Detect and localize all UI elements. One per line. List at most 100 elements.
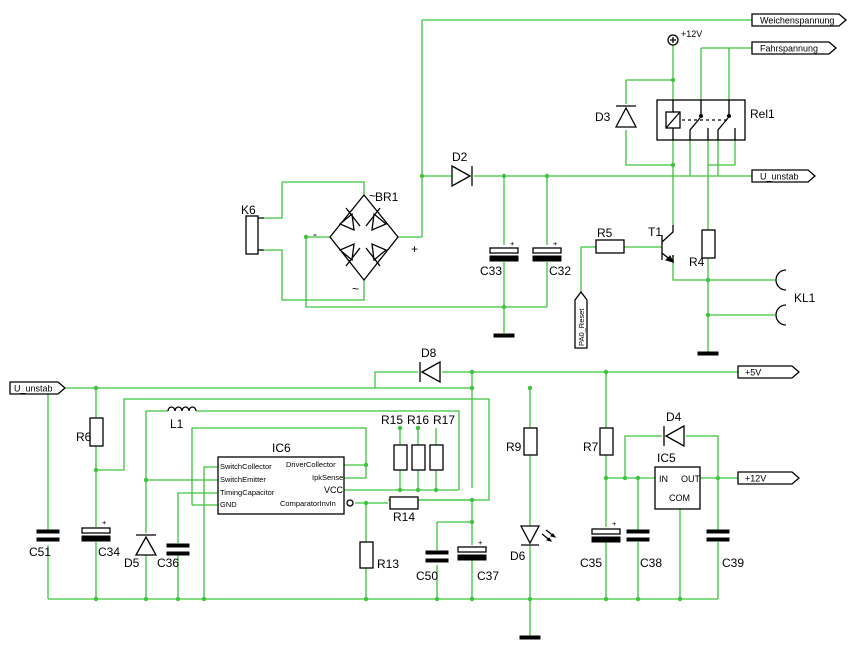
capacitor-c37: + C37 [457, 538, 499, 583]
port-plus12v-out: +12V [737, 471, 800, 485]
label-r6: R6 [76, 430, 92, 444]
port-weichenspannung-label: Weichenspannung [760, 16, 834, 26]
c32-plus: + [553, 239, 558, 248]
led-d6: D6 [510, 525, 557, 563]
port-weichenspannung: Weichenspannung [751, 13, 847, 27]
label-r15: R15 [381, 413, 403, 427]
c34-plus: + [102, 518, 107, 527]
label-c33: C33 [480, 264, 502, 278]
capacitor-c33: + C33 [480, 239, 519, 278]
port-u-unstab-left: U_unstab [9, 381, 66, 395]
label-d8: D8 [421, 346, 437, 360]
ic6-pin-ipk-sense: IpkSense [312, 473, 343, 482]
resistor-r4: R4 [689, 229, 716, 269]
bridge-plus: + [411, 242, 418, 256]
port-fahrspannung: Fahrspannung [751, 41, 837, 55]
label-r9: R9 [506, 440, 522, 454]
ic6-pin-timing-capacitor: TimingCapacitor [220, 488, 275, 497]
label-c34: C34 [98, 545, 120, 559]
label-d5: D5 [124, 556, 140, 570]
capacitor-c39: C39 [706, 529, 744, 570]
label-r17: R17 [433, 413, 455, 427]
label-c36: C36 [157, 556, 179, 570]
capacitor-c32: + C32 [532, 239, 571, 278]
ic6-pin-driver-collector: DriverCollector [286, 460, 336, 469]
diode-d5: D5 [124, 534, 158, 570]
label-t1: T1 [648, 225, 662, 239]
capacitor-c50: C50 [416, 550, 449, 583]
ic6-pin-vcc: VCC [324, 485, 344, 495]
capacitor-c34: + C34 [81, 518, 120, 559]
label-c50: C50 [416, 569, 438, 583]
relay-rel1: Rel1 [656, 99, 775, 141]
junction-dots [93, 77, 721, 602]
bridge-minus: - [313, 227, 317, 241]
resistor-r16: R16 [407, 413, 429, 471]
label-kl1: KL1 [794, 291, 816, 305]
label-d4: D4 [666, 410, 682, 424]
label-r16: R16 [407, 413, 429, 427]
inductor-l1: L1 [167, 406, 197, 431]
label-d3: D3 [595, 110, 611, 124]
wires-upper [264, 19, 775, 352]
ic6-pin-switch-collector: SwitchCollector [220, 462, 272, 471]
ic6-pin-switch-emitter: SwitchEmitter [220, 475, 266, 484]
resistor-r9: R9 [506, 427, 538, 456]
capacitor-c51: C51 [29, 529, 60, 559]
resistor-r14: R14 [389, 496, 419, 524]
ic5-pin-com: COM [669, 493, 690, 503]
port-fahrspannung-label: Fahrspannung [760, 44, 818, 54]
label-c51: C51 [29, 545, 51, 559]
diode-d3: D3 [595, 105, 638, 128]
ic5-pin-in: IN [659, 474, 668, 484]
resistor-r6: R6 [76, 417, 104, 447]
label-r4: R4 [689, 255, 705, 269]
label-ic6: IC6 [272, 441, 291, 455]
c33-plus: + [510, 239, 515, 248]
label-ic5: IC5 [657, 451, 676, 465]
label-k6: K6 [241, 203, 256, 217]
label-d2: D2 [452, 150, 468, 164]
ground-lower [519, 635, 541, 640]
ic6-converter: IC6 SwitchCollector SwitchEmitter Timing… [217, 441, 354, 515]
terminal-kl1: KL1 [775, 269, 816, 326]
label-r7: R7 [583, 440, 599, 454]
bridge-ac-top: ~ [369, 189, 376, 203]
bridge-rectifier-br1: ~ BR1 ~ - + [313, 189, 418, 296]
label-c38: C38 [640, 556, 662, 570]
connector-k6: K6 [241, 203, 264, 255]
supply-plus12v-label: +12V [681, 29, 702, 39]
label-d6: D6 [510, 549, 526, 563]
ic5-regulator: IC5 IN OUT COM [654, 451, 701, 510]
port-u-unstab-left-label: U_unstab [14, 384, 53, 394]
diode-d8: D8 [419, 346, 441, 384]
ground-upper-right [697, 351, 719, 356]
resistor-r13: R13 [359, 541, 399, 571]
bridge-ac-bottom: ~ [352, 282, 359, 296]
port-u-unstab-right: U_unstab [751, 169, 816, 183]
ic6-pin-gnd: GND [220, 500, 237, 509]
transistor-t1: T1 [648, 225, 674, 264]
port-u-unstab-right-label: U_unstab [760, 172, 799, 182]
port-pa0-reset-label: PA0_Reset [577, 308, 586, 346]
label-rel1: Rel1 [750, 107, 775, 121]
ground-upper-left [493, 322, 515, 338]
capacitor-c35: + C35 [580, 519, 621, 570]
supply-plus12v: +12V [667, 29, 702, 46]
diode-d4: D4 [663, 410, 685, 448]
label-r5: R5 [597, 226, 613, 240]
label-l1: L1 [170, 417, 184, 431]
resistor-r17: R17 [429, 413, 455, 471]
label-c39: C39 [722, 556, 744, 570]
c37-plus: + [478, 538, 483, 547]
ic6-pin-comparator: ComparatorInvIn [280, 499, 336, 508]
resistor-r7: R7 [583, 427, 614, 456]
capacitor-c38: C38 [626, 529, 662, 570]
ic5-pin-out: OUT [681, 474, 701, 484]
label-c35: C35 [580, 556, 602, 570]
label-c37: C37 [477, 569, 499, 583]
label-br1: BR1 [375, 190, 399, 204]
resistor-r5: R5 [595, 226, 625, 254]
port-plus5v: +5V [737, 365, 800, 379]
